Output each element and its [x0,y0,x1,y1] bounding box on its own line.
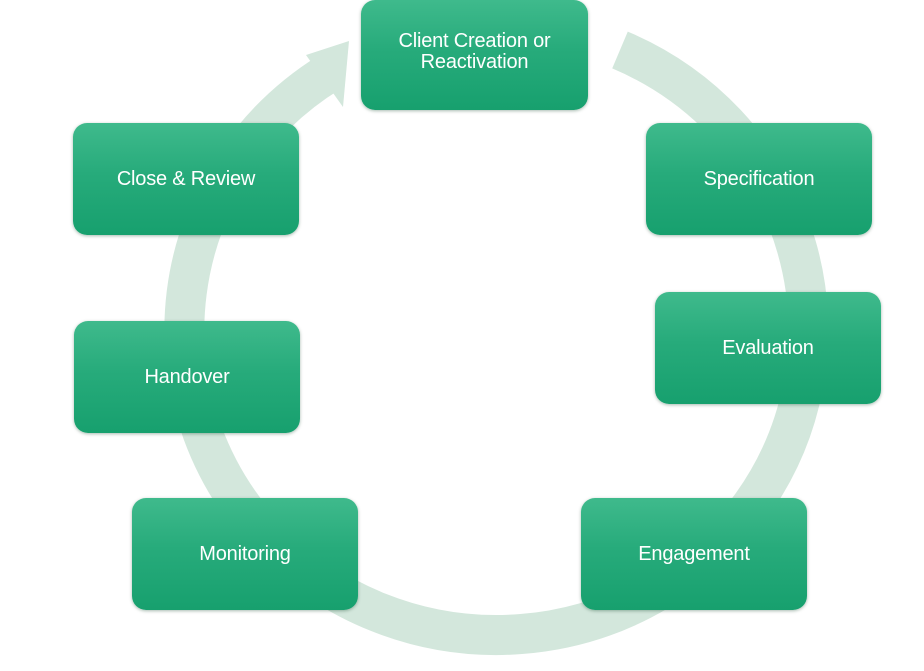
step-label: Evaluation [722,336,814,359]
step-label: Monitoring [199,542,291,565]
step-close-and-review: Close & Review [73,123,299,235]
step-engagement: Engagement [581,498,807,610]
step-label: Engagement [638,542,750,565]
step-specification: Specification [646,123,872,235]
step-label: Client Creation or Reactivation [398,30,551,73]
step-client-creation-or-reactivation: Client Creation or Reactivation [361,0,588,110]
step-handover: Handover [74,321,300,433]
cycle-arrowhead-icon [306,41,349,107]
step-label: Handover [144,365,230,388]
step-label: Close & Review [116,167,256,190]
step-monitoring: Monitoring [132,498,358,610]
step-label: Specification [703,167,815,190]
step-evaluation: Evaluation [655,292,881,404]
cycle-ring-arc [164,31,829,656]
